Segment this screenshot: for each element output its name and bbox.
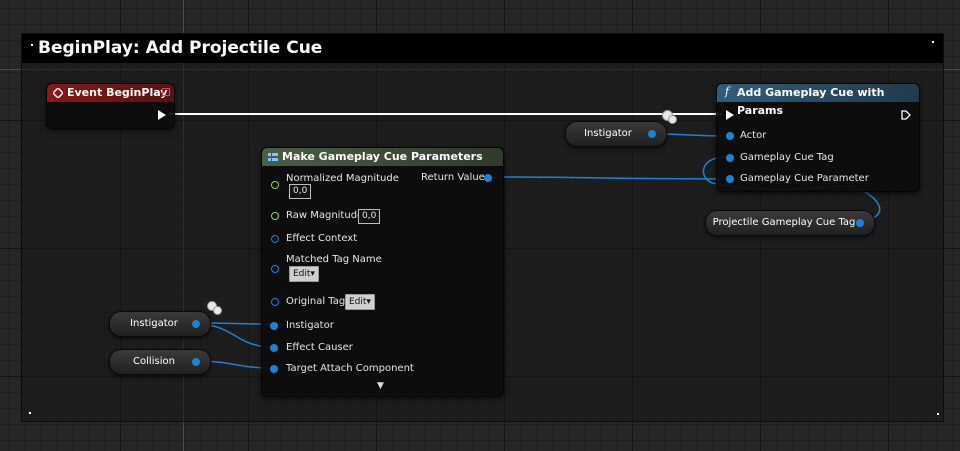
raw-magnitude-pin[interactable] <box>271 212 279 220</box>
matched-tag-edit-button[interactable]: Edit▾ <box>289 266 319 282</box>
make-title: Make Gameplay Cue Parameters <box>282 150 483 163</box>
event-beginplay-node[interactable]: Event BeginPlay <box>46 83 175 129</box>
effect-causer-label: Effect Causer <box>286 342 353 353</box>
normalized-magnitude-pin[interactable] <box>271 181 279 189</box>
actor-pin[interactable] <box>726 132 734 140</box>
instigator-label: Instigator <box>286 320 334 331</box>
event-node-header[interactable]: Event BeginPlay <box>47 84 174 102</box>
exec-in-pin[interactable] <box>726 110 734 120</box>
raw-magnitude-label: Raw Magnitude <box>286 210 364 221</box>
add-gameplay-cue-node[interactable]: Add Gameplay Cue with Params f Actor Gam… <box>716 83 920 192</box>
wire-bubble <box>668 115 677 124</box>
event-diamond-icon <box>53 88 63 98</box>
matched-tag-name-label: Matched Tag Name <box>286 254 382 265</box>
normalized-magnitude-input[interactable]: 0,0 <box>289 184 312 199</box>
original-tag-edit-button[interactable]: Edit▾ <box>345 294 375 310</box>
make-gameplay-cue-params-node[interactable]: Make Gameplay Cue Parameters Normalized … <box>261 147 504 397</box>
actor-pin-label: Actor <box>740 130 767 141</box>
return-to-param-wire <box>487 176 727 180</box>
make-node-header[interactable]: Make Gameplay Cue Parameters <box>262 148 503 166</box>
matched-tag-name-pin[interactable] <box>271 265 279 273</box>
collision-getter-node[interactable]: Collision <box>109 349 211 375</box>
exec-out-pin[interactable] <box>901 110 911 120</box>
cue-tag-pin[interactable] <box>726 154 734 162</box>
comment-corner-handle[interactable] <box>31 44 33 46</box>
instigator-getter-node[interactable]: Instigator <box>565 121 667 147</box>
effect-causer-pin[interactable] <box>270 344 278 352</box>
delegate-pin-icon[interactable] <box>162 88 170 96</box>
func-node-header[interactable]: Add Gameplay Cue with Params <box>717 84 919 117</box>
projectile-tag-getter-node[interactable]: Projectile Gameplay Cue Tag <box>705 210 875 236</box>
target-attach-pin[interactable] <box>270 365 278 373</box>
instigator-left-getter-node[interactable]: Instigator <box>109 311 211 337</box>
comment-corner-handle[interactable] <box>932 41 934 43</box>
cue-tag-pin-label: Gameplay Cue Tag <box>740 152 834 163</box>
instigator-left-getter-pin[interactable] <box>192 320 200 328</box>
expand-arrow-icon[interactable]: ▼ <box>377 381 384 391</box>
event-title: Event BeginPlay <box>67 86 168 99</box>
return-value-label: Return Value <box>421 172 485 183</box>
raw-magnitude-input[interactable]: 0,0 <box>358 209 381 224</box>
instigator-getter-label: Instigator <box>584 128 632 139</box>
instigator-left-getter-label: Instigator <box>130 318 178 329</box>
original-tag-label: Original Tag <box>286 296 346 307</box>
original-tag-pin[interactable] <box>271 298 279 306</box>
effect-context-label: Effect Context <box>286 233 358 244</box>
comment-corner-handle[interactable] <box>29 412 31 414</box>
return-value-pin[interactable] <box>484 174 492 182</box>
cue-param-pin-label: Gameplay Cue Parameter <box>740 173 869 184</box>
collision-getter-label: Collision <box>133 356 175 367</box>
target-attach-label: Target Attach Component <box>286 363 414 374</box>
collision-getter-pin[interactable] <box>192 358 200 366</box>
func-title: Add Gameplay Cue with Params <box>737 86 885 117</box>
cue-param-pin[interactable] <box>726 175 734 183</box>
exec-out-pin[interactable] <box>158 110 166 120</box>
instigator-getter-pin[interactable] <box>648 130 656 138</box>
effect-context-pin[interactable] <box>271 235 279 243</box>
projectile-tag-getter-label: Projectile Gameplay Cue Tag <box>712 217 856 228</box>
comment-resize-handle[interactable] <box>937 413 939 415</box>
instigator-pin[interactable] <box>270 322 278 330</box>
comment-title[interactable]: BeginPlay: Add Projectile Cue <box>22 34 943 63</box>
normalized-magnitude-label: Normalized Magnitude <box>286 173 399 184</box>
wire-bubble <box>213 306 222 315</box>
struct-make-icon <box>268 152 278 162</box>
function-icon: f <box>725 85 730 98</box>
projectile-tag-getter-pin[interactable] <box>856 219 864 227</box>
